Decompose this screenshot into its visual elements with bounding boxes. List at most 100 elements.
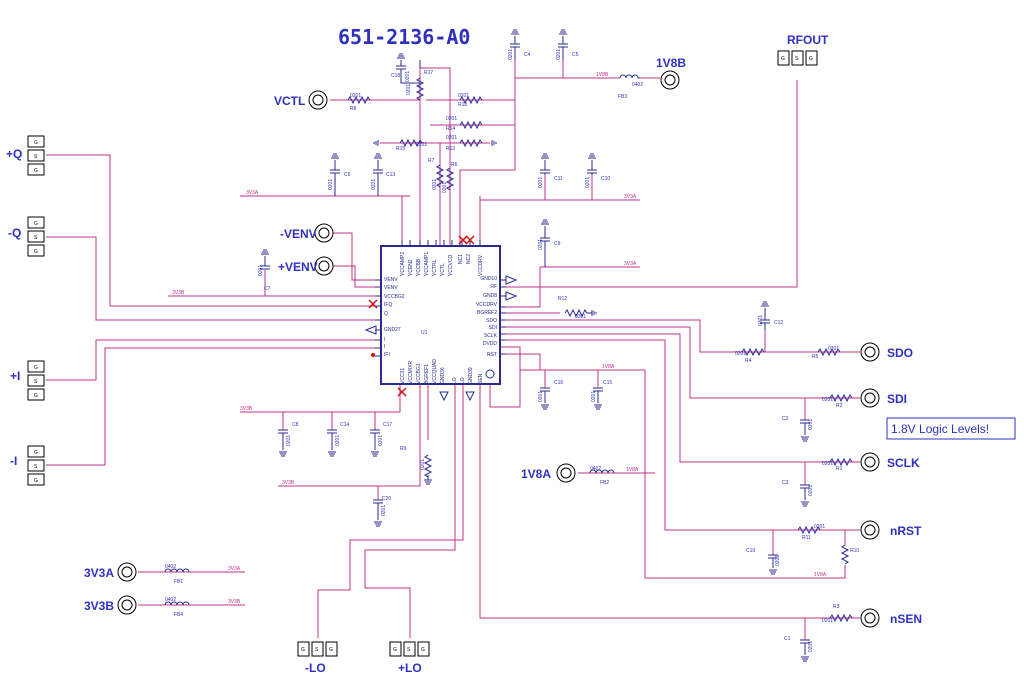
refdes: R11 <box>802 535 811 541</box>
net-label: 1V8A <box>602 364 615 370</box>
pin-label: NC1 <box>458 254 464 264</box>
capacitor-c5: C5 0201 <box>556 29 579 60</box>
pin-g: G <box>34 365 38 371</box>
refdes: FB3 <box>618 94 627 100</box>
package: 0201 <box>808 641 814 652</box>
pin-label: VCEN2 <box>408 259 414 276</box>
pin-g: G <box>34 393 38 399</box>
refdes: FB1 <box>174 579 183 585</box>
package: 0201 <box>328 179 334 190</box>
port-nrst: nRST <box>860 520 922 540</box>
resistor-r17: R17 0201 <box>406 70 433 101</box>
port-3v3b: 3V3B <box>84 595 137 615</box>
refdes: C18 <box>391 73 400 79</box>
package: 0201 <box>735 351 746 357</box>
capacitor-c6: C6 0201 <box>328 153 351 196</box>
package: 0201 <box>758 315 764 326</box>
refdes: C16 <box>554 380 563 386</box>
package: 0201 <box>416 142 427 148</box>
pin-g: G <box>329 647 333 653</box>
port-minus-venv: -VENV <box>280 223 334 243</box>
ground-symbols <box>373 140 597 485</box>
package: 0201 <box>575 314 586 320</box>
pin-label: VCCVCO <box>448 254 454 276</box>
pin-stubs <box>375 240 506 357</box>
resistor-r3: R3 0201 <box>822 604 853 624</box>
port-label: SDI <box>887 392 907 406</box>
pin-label: VCCQUAD <box>432 359 438 384</box>
pin-g: G <box>34 221 38 227</box>
pin-label: GND10 <box>480 276 497 282</box>
refdes: R1 <box>836 466 843 472</box>
refdes: C17 <box>383 422 392 428</box>
resistor-r14: R14 0201 <box>446 116 483 132</box>
net-label: 3V3A <box>246 190 259 196</box>
connector-plus-lo: G S G +LO <box>389 641 430 675</box>
pin-label: IFI <box>384 352 390 358</box>
refdes: C20 <box>382 496 391 502</box>
resistor-r7: R7 0201 <box>428 158 445 190</box>
package: 0402 <box>165 597 176 603</box>
port-sdi: SDI <box>860 388 907 408</box>
refdes: R14 <box>446 126 455 132</box>
package: 0201 <box>446 116 457 122</box>
refdes: C12 <box>774 320 783 326</box>
pin-label: BGREF1 <box>424 364 430 384</box>
refdes: R6 <box>451 162 458 168</box>
port-nsen: nSEN <box>860 608 922 628</box>
package: 0201 <box>822 618 833 624</box>
refdes: R13 <box>446 146 455 152</box>
capacitor-c18: C18 0201 <box>391 53 421 84</box>
port-label: VCTL <box>274 94 305 108</box>
capacitor-c11: C11 0201 <box>538 153 563 188</box>
pin-label: VCTRL <box>432 259 438 276</box>
bottom-pin-labels: VCC31 VCCMIXR VCCBG1 BGREF1 VCCQUAD GND3… <box>400 359 484 384</box>
port-label: SDO <box>887 346 913 360</box>
package: 0201 <box>822 397 833 403</box>
resistor-r2: R2 0201 <box>822 393 853 409</box>
refdes: C9 <box>554 241 561 247</box>
connector-rfout: G S G RFOUT <box>777 33 829 66</box>
ic-refdes: U1 <box>421 330 428 336</box>
connector-plus-q: G S G +Q <box>6 135 45 176</box>
package: 0402 <box>632 82 643 88</box>
package: 0201 <box>508 49 514 60</box>
pin-g: G <box>781 56 785 62</box>
package: 0402 <box>590 466 601 472</box>
pin-s: S <box>407 647 411 653</box>
net-label: 3V3A <box>228 566 241 572</box>
capacitor-c14: C14 0201 <box>327 422 349 457</box>
refdes: C7 <box>264 286 271 292</box>
pin-label: VCC31 <box>400 368 406 384</box>
resistor-r4: R4 0201 <box>735 347 765 364</box>
pin-g: G <box>34 450 38 456</box>
package: 0201 <box>828 346 839 352</box>
resistor-r6: R6 0201 <box>442 162 458 193</box>
refdes: R10 <box>850 548 859 554</box>
net-label: 3V3A <box>624 261 637 267</box>
package: 0402 <box>165 564 176 570</box>
pin-label: I <box>384 337 385 343</box>
capacitor-c16: C16 0201 <box>538 380 563 410</box>
refdes: R3 <box>833 604 840 610</box>
capacitor-c2: C2 0201 <box>782 416 814 442</box>
port-label: SCLK <box>887 456 920 470</box>
capacitor-c13: C13 0201 <box>371 153 395 196</box>
connector-label: +Q <box>6 147 22 161</box>
pin-label: VCCMIXR <box>408 361 414 384</box>
pin-label: VCCDRV <box>476 302 498 308</box>
pin-label: SDO <box>486 318 497 324</box>
refdes: FB2 <box>600 480 609 486</box>
ferrite-fb1: FB1 0402 <box>164 564 190 585</box>
package: 0201 <box>591 391 597 402</box>
package: 0201 <box>538 391 544 402</box>
refdes: R17 <box>424 70 433 76</box>
pin-label: VENV <box>384 285 398 291</box>
capacitor-c12: C12 0201 <box>758 301 783 330</box>
logic-level-note: 1.8V Logic Levels! <box>886 417 1016 440</box>
capacitor-c8: C8 0201 <box>278 422 299 457</box>
net-labels: 1V8B 3V3A 3V3A 3V3A 3V3B 3V3B 3V3B 1V8A … <box>172 72 827 605</box>
refdes: R15 <box>396 146 405 152</box>
pin-s: S <box>34 154 38 160</box>
package: 0201 <box>808 485 814 496</box>
